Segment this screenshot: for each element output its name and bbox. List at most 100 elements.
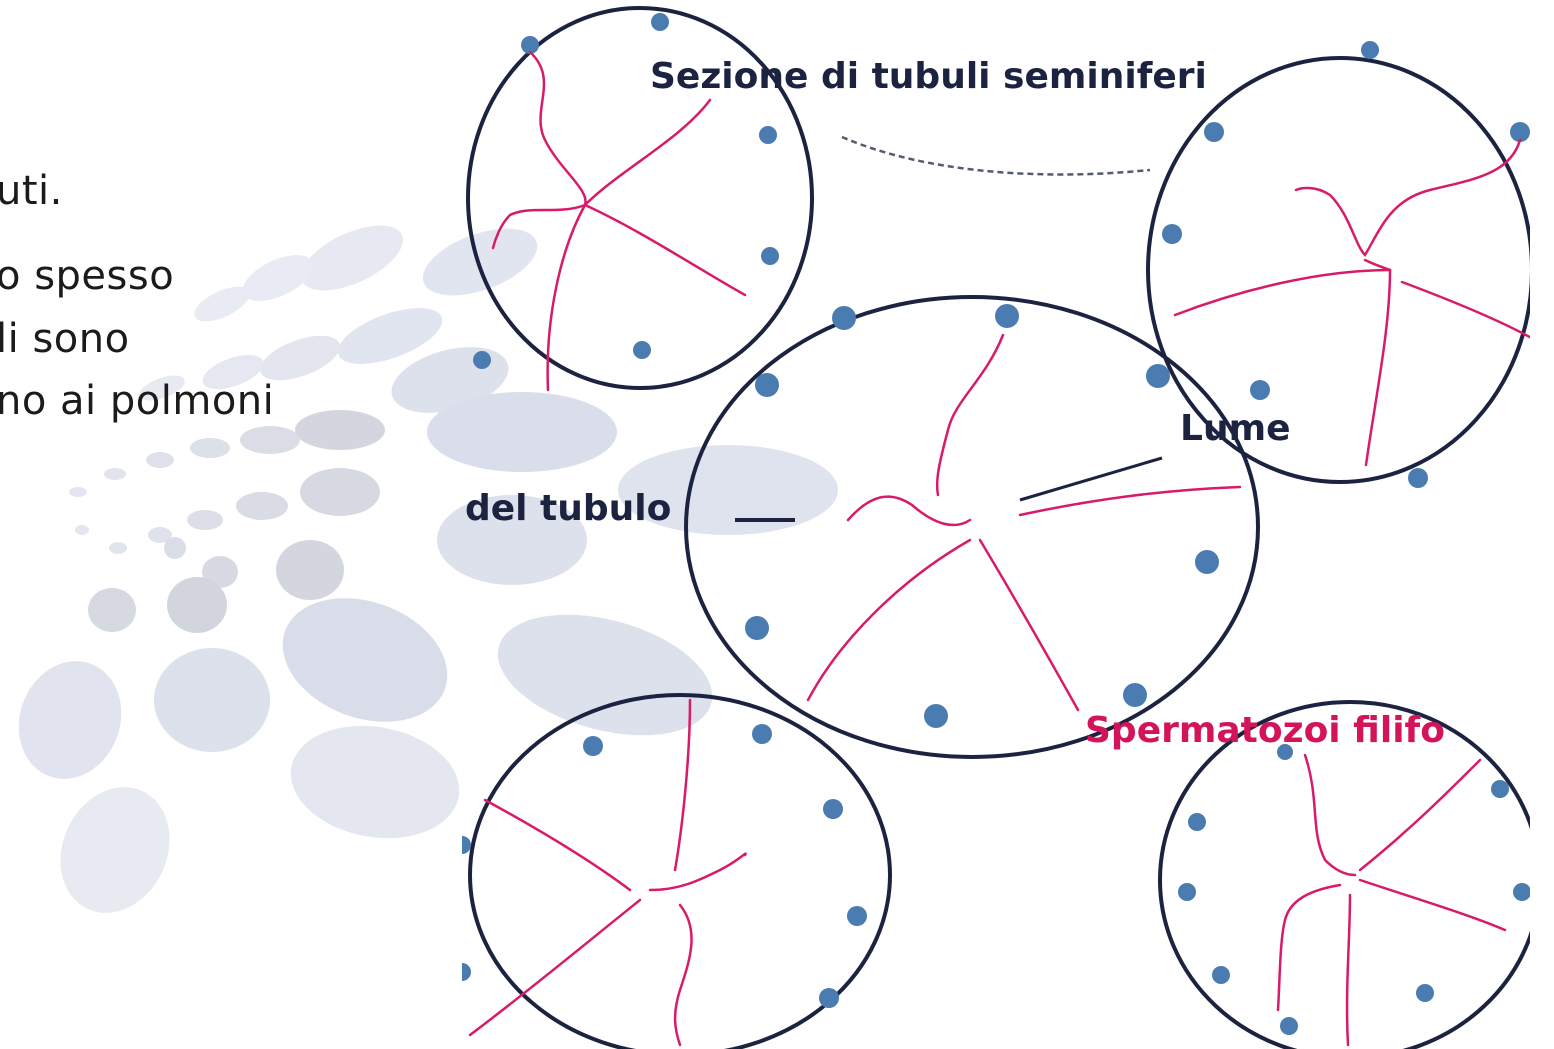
tubule-outline (1146, 56, 1530, 484)
spermatozoa-label: Spermatozoi filifo (1085, 710, 1445, 751)
tubule-outline (466, 6, 814, 390)
decor-ellipse (290, 725, 460, 839)
decor-ellipse (301, 225, 403, 291)
lumen-label: Lume (1180, 408, 1291, 449)
decor-ellipse (69, 487, 87, 497)
cell-nucleus (1416, 984, 1434, 1002)
decor-ellipse (88, 588, 136, 632)
title-leader-line (841, 135, 1151, 176)
spermatozoon (648, 852, 747, 892)
slide-text-line: uti. (0, 168, 63, 214)
spermatozoon (673, 903, 693, 1047)
decor-ellipse (300, 468, 380, 516)
slide-text-line: o spesso (0, 253, 175, 299)
slide-text-line: no ai polmoni (0, 378, 275, 424)
decor-ellipse (194, 286, 250, 322)
decor-ellipse (190, 438, 230, 458)
decor-ellipses (18, 225, 838, 913)
spermatozoon (528, 50, 587, 207)
cell-nucleus (633, 341, 651, 359)
decor-ellipse (187, 510, 223, 530)
cell-nucleus (1531, 409, 1549, 427)
cell-nucleus (761, 247, 779, 265)
tubule-outline (1158, 700, 1530, 1049)
cell-nucleus (819, 988, 839, 1008)
tubule-outlines (466, 6, 1530, 1049)
decor-ellipse (109, 542, 127, 554)
cell-nucleus (521, 36, 539, 54)
spermatozoon (806, 538, 972, 702)
spermatozoon (1173, 268, 1392, 317)
cell-nucleus (1178, 883, 1196, 901)
tubule-outline (684, 295, 1260, 759)
decor-ellipse (427, 392, 617, 472)
cell-nucleus (1280, 1017, 1298, 1035)
decor-ellipse (18, 661, 122, 779)
cell-nucleus (473, 351, 491, 369)
spermatozoon (673, 698, 692, 872)
decor-ellipse (497, 614, 713, 736)
spermatozoon (1276, 883, 1342, 1012)
decor-ellipse (146, 452, 174, 468)
cell-nucleus (583, 736, 603, 756)
spermatozoon (491, 203, 587, 250)
cell-nucleus (462, 836, 471, 854)
spermatozoon (1294, 138, 1522, 258)
cell-nucleus (847, 906, 867, 926)
spermatozoon (583, 203, 747, 297)
cell-nucleus (1188, 813, 1206, 831)
decor-ellipse (236, 492, 288, 520)
diagram-title: Sezione di tubuli seminiferi (650, 56, 1207, 97)
cell-nucleus (1513, 883, 1530, 901)
spermatozoon (583, 98, 712, 207)
spermatozoon (1363, 258, 1392, 272)
spermatozoon (1400, 280, 1530, 339)
decor-ellipse (260, 335, 340, 381)
cell-nucleus (1123, 683, 1147, 707)
spermatozoon (1358, 878, 1507, 932)
spermatozoon (935, 333, 1005, 497)
lumen-leader-line (1019, 456, 1163, 502)
cell-nucleus (1146, 364, 1170, 388)
decor-ellipse (75, 525, 89, 535)
diagram-content: Sezione di tubuli seminiferi Lume del tu… (462, 6, 1549, 1049)
spermatozoon (1358, 758, 1482, 872)
decor-ellipse (139, 375, 185, 401)
tubule-outline (468, 693, 892, 1049)
cell-nucleus (462, 963, 471, 981)
cell-nucleus (1212, 966, 1230, 984)
decor-ellipse (104, 468, 126, 480)
decor-ellipse (202, 556, 238, 588)
decor-ellipse (282, 598, 448, 722)
spermatozoon (846, 495, 972, 527)
decor-ellipse (437, 495, 587, 585)
spermatozoon (1018, 485, 1242, 517)
cell-nucleus (1408, 468, 1428, 488)
cell-nucleus (995, 304, 1019, 328)
decor-ellipse (276, 540, 344, 600)
spermatozoon (1303, 753, 1357, 877)
cell-nucleus (1510, 122, 1530, 142)
cell-nucleus (1277, 744, 1293, 760)
decor-ellipse (164, 537, 186, 559)
decor-ellipse (242, 255, 314, 301)
cell-nucleus (1361, 41, 1379, 59)
cell-nucleus (1204, 122, 1224, 142)
decor-ellipse (618, 445, 838, 535)
cell-nucleus (1195, 550, 1219, 574)
decor-ellipse (167, 577, 227, 633)
spermatozoon (468, 898, 642, 1037)
decor-ellipse (337, 308, 443, 364)
cell-nucleus (759, 126, 777, 144)
decor-ellipse (295, 410, 385, 450)
cell-nucleus (755, 373, 779, 397)
spermatozoon (1364, 268, 1392, 467)
spermatozoon (483, 798, 632, 892)
cell-nucleus (924, 704, 948, 728)
spermatozoon (1345, 893, 1352, 1047)
cell-nuclei (462, 13, 1549, 1035)
spermatozoon (978, 538, 1080, 712)
cell-nucleus (832, 306, 856, 330)
